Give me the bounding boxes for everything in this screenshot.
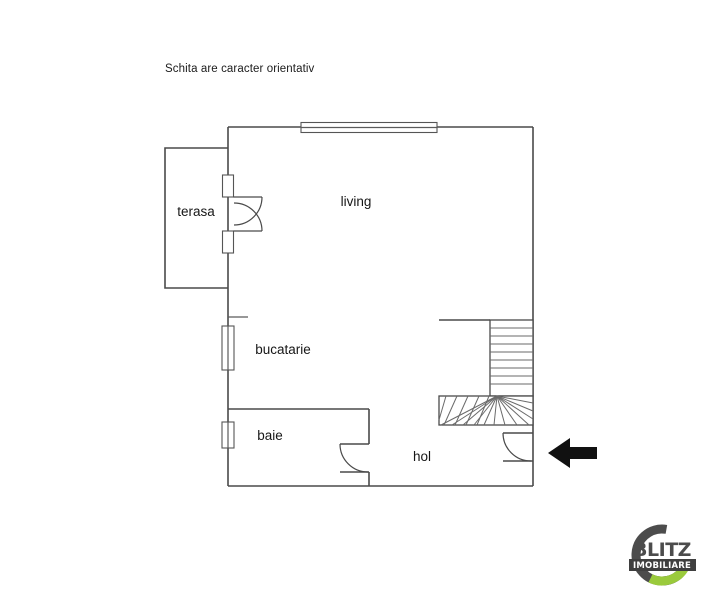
room-label-terasa: terasa [177,204,215,219]
terasa-double-door [221,174,263,254]
room-label-baie: baie [257,428,283,443]
logo-brand-text: BLITZ [633,539,691,561]
logo-subtitle-text: IMOBILIARE [633,561,691,571]
bucatarie-window [221,325,235,371]
logo-subtitle-bar [629,559,696,571]
staircase [438,319,534,426]
living-window-top [300,121,438,134]
room-label-living: living [341,194,372,209]
room-baie-walls [228,408,370,486]
blitz-imobiliare-logo: BLITZ IMOBILIARE [629,524,696,586]
disclaimer-text: Schita are caracter orientativ [165,63,315,75]
room-label-bucatarie: bucatarie [255,342,311,357]
entrance-door [502,432,533,462]
room-terasa [164,147,228,289]
entrance-arrow-icon [548,438,597,468]
baie-door [339,443,369,473]
room-label-hol: hol [413,449,431,464]
baie-window [221,421,235,449]
